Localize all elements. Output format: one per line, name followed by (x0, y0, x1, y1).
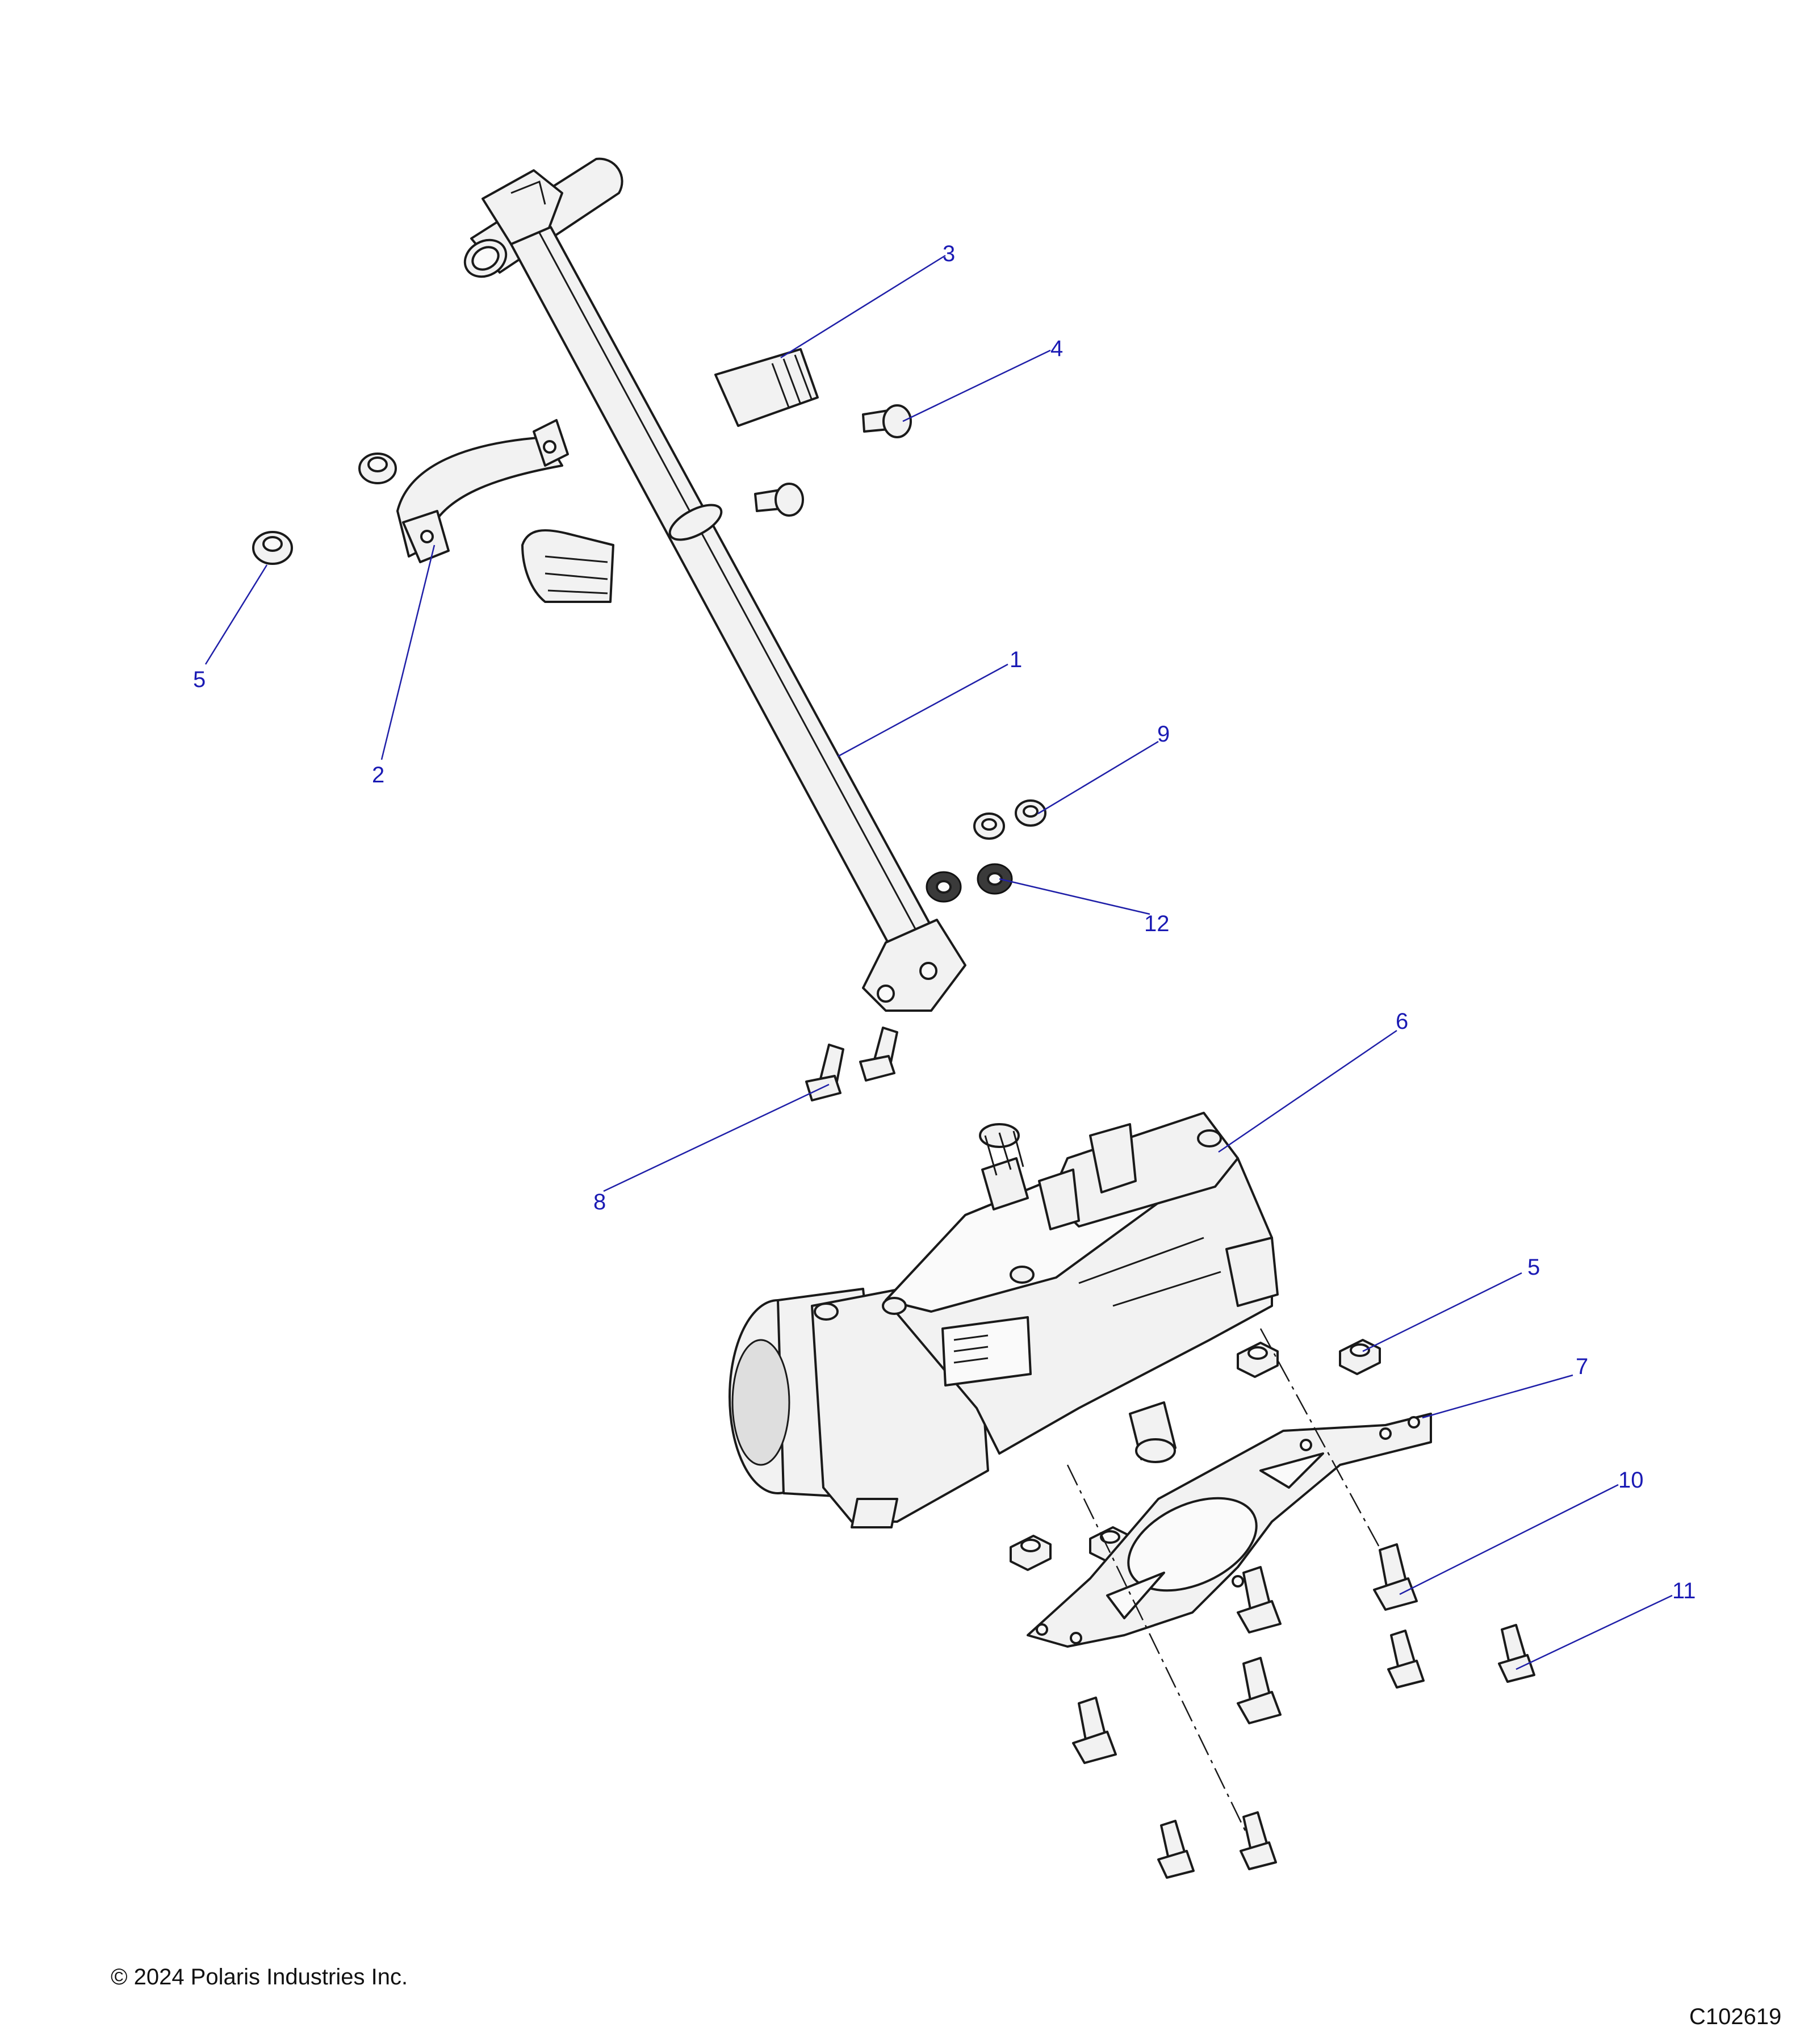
callout-3: 3 (943, 241, 955, 266)
callout-10: 10 (1618, 1468, 1644, 1493)
callout-11: 11 (1672, 1578, 1696, 1603)
flange-nut-center (1237, 1342, 1279, 1378)
callout-4: 4 (1050, 336, 1063, 361)
callout-5-right: 5 (1527, 1255, 1540, 1280)
callout-2: 2 (372, 763, 384, 788)
callout-7: 7 (1576, 1354, 1588, 1379)
copyright-notice: © 2024 Polaris Industries Inc. (111, 1965, 408, 1989)
flange-bolt-1 (1373, 1543, 1418, 1611)
callout-1: 1 (1010, 647, 1022, 672)
clamp-half-upper (714, 348, 819, 427)
small-bolt-4 (1240, 1811, 1277, 1870)
clamp-bracket (396, 419, 569, 563)
callout-9: 9 (1157, 722, 1170, 747)
flange-nut-upper (358, 453, 397, 484)
callout-12: 12 (1144, 911, 1170, 936)
flange-nut-lower-1 (1010, 1535, 1052, 1571)
flange-bolt-4 (1072, 1697, 1117, 1764)
mounting-plate (1027, 1413, 1432, 1648)
washer-pair (926, 863, 1013, 903)
screw-upper-1 (862, 404, 912, 438)
flange-bolt-3 (1237, 1657, 1282, 1724)
steering-column (463, 157, 966, 1012)
small-bolt-2 (1387, 1630, 1425, 1689)
callout-labels: 1 2 3 4 5 6 5 7 8 9 10 11 12 (193, 241, 1696, 1603)
screw-upper-2 (754, 483, 804, 517)
small-bolt-3 (1157, 1820, 1195, 1879)
callout-8: 8 (593, 1189, 606, 1214)
flange-bolt-2 (1237, 1566, 1282, 1633)
nut-pair (973, 799, 1046, 840)
leader-lines (204, 254, 1673, 1670)
small-bolt-1 (1498, 1624, 1535, 1683)
callout-5-left: 5 (193, 667, 206, 692)
figure-id: C102619 (1689, 2004, 1782, 2029)
bolt-pair (805, 1027, 898, 1101)
power-steering-unit (729, 1112, 1279, 1528)
flange-nut-left (252, 531, 293, 565)
assembly-centerlines (1066, 1328, 1404, 1863)
clamp-half-lower (521, 529, 614, 603)
callout-6: 6 (1396, 1009, 1408, 1034)
